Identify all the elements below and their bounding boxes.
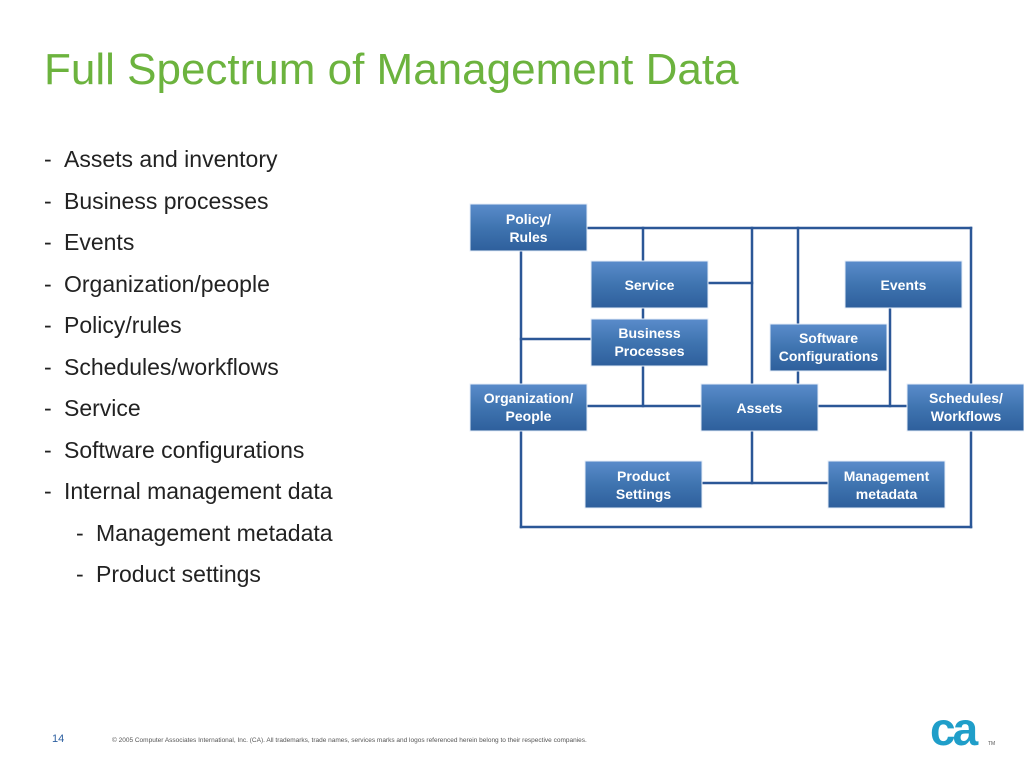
logo-trademark: TM (988, 741, 995, 747)
bullet-text: Business processes (64, 187, 269, 214)
node-label: Organization/ (484, 390, 574, 406)
node-box (584, 460, 703, 509)
node-management-metadata: Management metadata (827, 460, 946, 509)
bullet-item: -Policy/rules (44, 305, 333, 347)
node-software-configurations: Software Configurations (769, 323, 888, 372)
node-label: Policy/ (506, 211, 551, 227)
bullet-item: -Internal management data (44, 471, 333, 513)
node-label: Processes (614, 343, 684, 359)
bullet-marker: - (76, 561, 84, 587)
node-label: metadata (856, 486, 918, 502)
logo-mark: ca (930, 705, 979, 751)
slide-title: Full Spectrum of Management Data (44, 45, 739, 94)
node-label: Assets (737, 400, 783, 416)
node-box (700, 383, 819, 432)
node-box (906, 383, 1024, 432)
node-box (469, 203, 588, 252)
bullet-text: Internal management data (64, 478, 333, 504)
node-label: Rules (509, 229, 547, 245)
node-label: Settings (616, 486, 671, 502)
bullet-marker: - (76, 519, 84, 546)
bullet-marker: - (44, 353, 52, 380)
bullet-item: -Schedules/workflows (44, 347, 333, 389)
sub-bullet-item: -Product settings (44, 554, 333, 596)
node-label: Product (617, 468, 670, 484)
sub-bullet-item: -Management metadata (44, 513, 333, 555)
node-policy-rules: Policy/ Rules (469, 203, 588, 252)
bullet-item: -Events (44, 222, 333, 264)
node-box (590, 318, 709, 367)
bullet-text: Assets and inventory (64, 146, 278, 172)
node-label: People (506, 408, 552, 424)
node-label: Configurations (779, 348, 879, 364)
bullet-marker: - (44, 270, 52, 297)
node-box (469, 383, 588, 432)
node-events: Events (844, 260, 963, 309)
bullet-list: -Assets and inventory -Business processe… (44, 139, 333, 596)
bullet-marker: - (44, 229, 52, 255)
node-box (769, 323, 888, 372)
node-box (827, 460, 946, 509)
bullet-marker: - (44, 312, 52, 338)
bullet-text: Software configurations (64, 436, 305, 463)
page-number: 14 (52, 733, 65, 745)
node-label: Schedules/ (929, 390, 1003, 406)
copyright-notice: © 2005 Computer Associates International… (112, 737, 587, 744)
node-box (844, 260, 963, 309)
node-label: Service (625, 277, 675, 293)
node-box (590, 260, 709, 309)
bullet-item: -Service (44, 388, 333, 430)
bullet-item: -Assets and inventory (44, 139, 333, 181)
bullet-text: Management metadata (96, 519, 333, 546)
node-label: Software (799, 330, 858, 346)
bullet-item: -Business processes (44, 181, 333, 223)
node-label: Business (618, 325, 680, 341)
bullet-text: Policy/rules (64, 312, 182, 338)
bullet-marker: - (44, 478, 52, 504)
bullet-text: Events (64, 229, 135, 255)
bullet-marker: - (44, 146, 52, 172)
bullet-marker: - (44, 436, 52, 463)
bullet-marker: - (44, 395, 52, 421)
node-product-settings: Product Settings (584, 460, 703, 509)
node-business-processes: Business Processes (590, 318, 709, 367)
node-service: Service (590, 260, 709, 309)
diagram-connectors (519, 226, 973, 529)
node-label: Workflows (931, 408, 1002, 424)
node-assets: Assets (700, 383, 819, 432)
node-label: Events (881, 277, 927, 293)
node-organization-people: Organization/ People (469, 383, 588, 432)
bullet-text: Organization/people (64, 270, 270, 297)
bullet-text: Schedules/workflows (64, 353, 279, 380)
bullet-marker: - (44, 187, 52, 214)
bullet-text: Service (64, 395, 141, 421)
bullet-text: Product settings (96, 561, 261, 587)
ca-logo-icon: ca TM (930, 705, 995, 751)
bullet-item: -Software configurations (44, 430, 333, 472)
node-schedules-workflows: Schedules/ Workflows (906, 383, 1024, 432)
bullet-item: -Organization/people (44, 264, 333, 306)
node-label: Management (844, 468, 930, 484)
